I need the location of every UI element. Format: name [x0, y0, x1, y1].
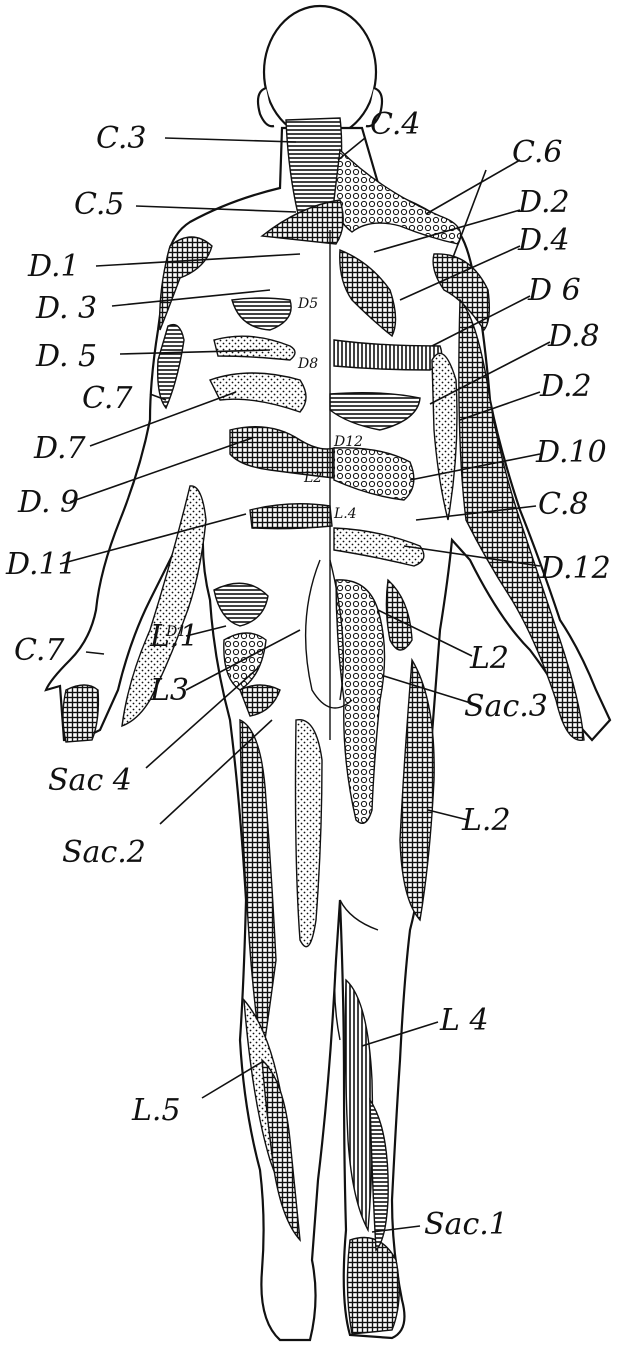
label-sac4: Sac 4	[48, 763, 132, 798]
label-d6: D 6	[527, 273, 581, 308]
inner-label-l4: L.4	[333, 506, 357, 522]
inner-label-d5: D5	[297, 296, 318, 312]
label-sac2: Sac.2	[62, 835, 146, 870]
label-c3: C.3	[96, 121, 147, 156]
label-c6: C.6	[512, 135, 563, 170]
region-d11	[250, 504, 332, 529]
label-c5: C.5	[74, 187, 125, 222]
knee-line	[335, 960, 340, 1040]
region-sac1	[347, 1238, 399, 1335]
label-l2-leg: L.2	[461, 803, 511, 838]
label-c7-hand: C.7	[14, 633, 65, 668]
label-d2-top: D.2	[517, 185, 570, 220]
label-sac1: Sac.1	[424, 1207, 508, 1242]
label-d9: D. 9	[17, 485, 79, 520]
label-d5: D. 5	[35, 339, 97, 374]
label-l4: L 4	[439, 1003, 489, 1038]
label-d1: D.1	[27, 249, 80, 284]
label-d11: D.11	[5, 547, 77, 582]
inner-label-d12: D12	[333, 434, 363, 450]
label-l5: L.5	[131, 1093, 181, 1128]
inner-label-d8: D8	[297, 356, 318, 372]
label-c8: C.8	[538, 487, 589, 522]
region-c3	[286, 118, 342, 214]
label-d10: D.10	[535, 435, 607, 470]
label-c7-left: C.7	[82, 381, 133, 416]
label-l2-hip: L2	[469, 641, 509, 676]
label-d7: D.7	[33, 431, 87, 466]
label-sac3: Sac.3	[464, 689, 548, 724]
label-d3: D. 3	[35, 291, 97, 326]
label-l3: L3	[149, 673, 189, 708]
label-d2-right: D.2	[539, 369, 592, 404]
region-left-hand	[63, 685, 98, 742]
label-c4: C.4	[370, 107, 421, 142]
inner-label-d1-arm: D1	[165, 624, 186, 640]
body-silhouette	[46, 128, 610, 1340]
inner-label-l2: L2	[303, 470, 322, 486]
label-d8: D.8	[547, 319, 600, 354]
label-d4: D.4	[517, 223, 570, 258]
label-d12: D.12	[539, 551, 611, 586]
